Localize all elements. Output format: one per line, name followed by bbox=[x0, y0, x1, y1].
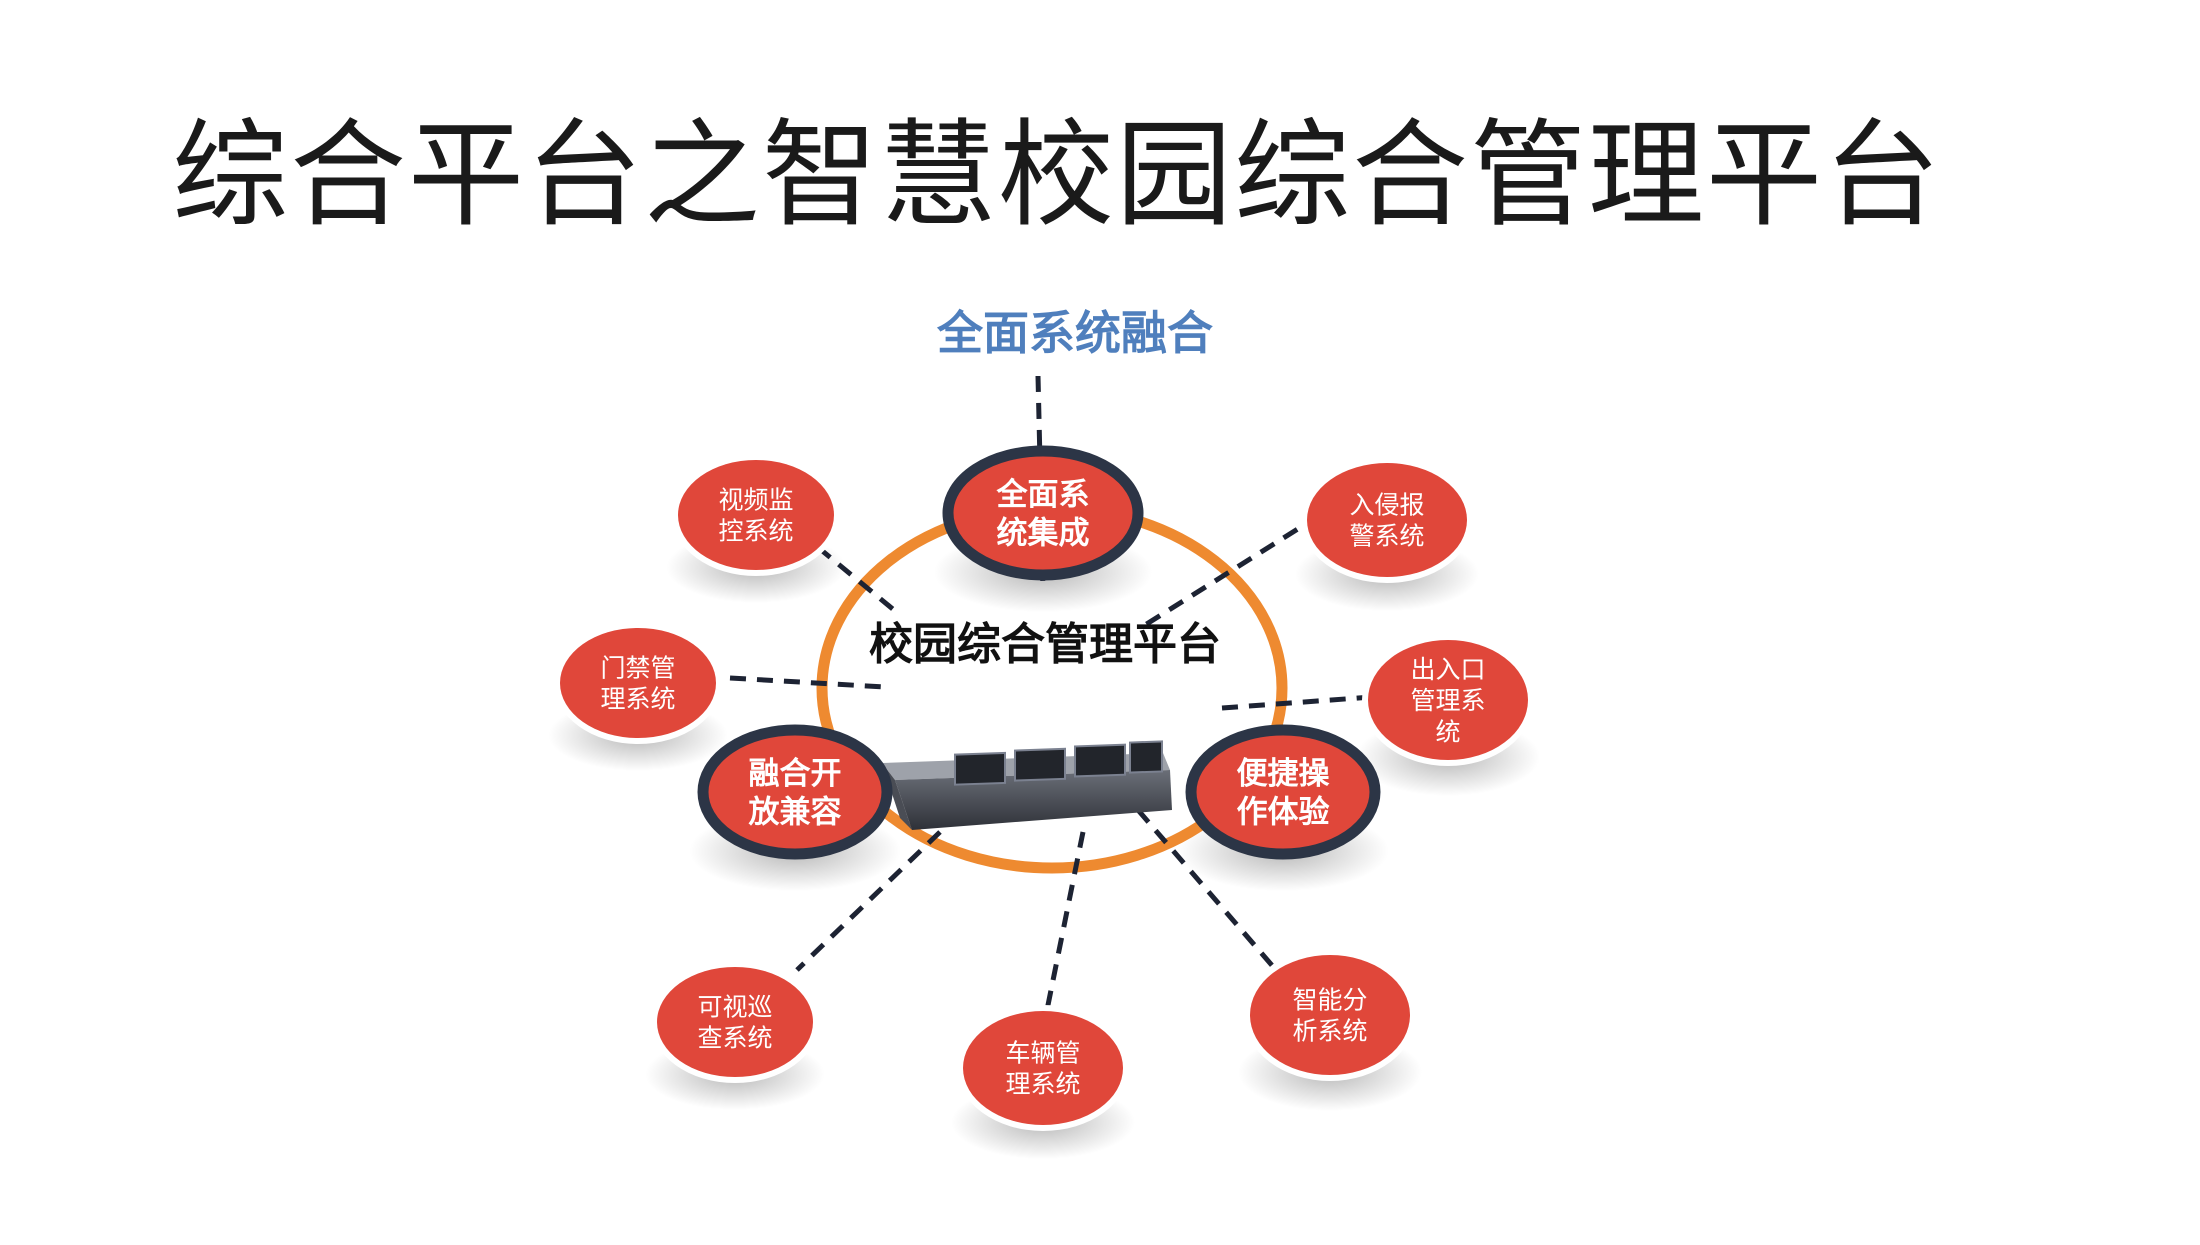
node-label: 便捷操 bbox=[1237, 756, 1330, 792]
connector-line bbox=[1221, 694, 1373, 711]
core-node-circle bbox=[942, 445, 1144, 581]
node-label: 视频监 bbox=[718, 485, 793, 514]
system-node-circle bbox=[1250, 955, 1410, 1075]
system-node-circle bbox=[963, 1011, 1123, 1125]
connector-line bbox=[795, 830, 942, 972]
connector-line bbox=[795, 528, 902, 617]
node-label: 理系统 bbox=[1005, 1070, 1080, 1099]
system-node-circle bbox=[1307, 463, 1467, 577]
connector-line bbox=[729, 675, 886, 690]
node-label: 入侵报 bbox=[1349, 490, 1424, 519]
node-label: 可视巡 bbox=[697, 992, 772, 1021]
node-label: 放兼容 bbox=[748, 795, 842, 831]
connector-line bbox=[1044, 831, 1086, 1011]
node-label: 理系统 bbox=[600, 685, 675, 714]
core-node-circle bbox=[697, 724, 893, 860]
node-label: 融合开 bbox=[749, 756, 842, 792]
node-label: 统集成 bbox=[997, 516, 1090, 552]
connector-lines bbox=[729, 375, 1373, 1011]
connector-line bbox=[1143, 512, 1322, 628]
node-label: 管理系 bbox=[1410, 686, 1485, 715]
core-node-circle bbox=[1185, 724, 1381, 860]
server-icon bbox=[882, 740, 1172, 830]
server-drive-bays bbox=[954, 740, 1163, 786]
system-node-circle bbox=[678, 460, 834, 570]
node-label: 控系统 bbox=[718, 517, 793, 546]
nodes: 视频监控系统入侵报警系统门禁管理系统出入口管理系统可视巡查系统车辆管理系统智能分… bbox=[554, 445, 1534, 1131]
node-label: 门禁管 bbox=[600, 653, 675, 682]
node-label: 统 bbox=[1435, 717, 1460, 746]
node-label: 作体验 bbox=[1237, 795, 1330, 831]
system-node-circle bbox=[560, 628, 716, 738]
center-label: 校园综合管理平台 bbox=[869, 619, 1221, 670]
node-label: 析系统 bbox=[1292, 1017, 1367, 1046]
connector-line bbox=[1035, 375, 1046, 591]
node-label: 智能分 bbox=[1292, 985, 1367, 1014]
system-node-circle bbox=[657, 967, 813, 1077]
node-label: 查系统 bbox=[697, 1024, 772, 1053]
node-label: 车辆管 bbox=[1005, 1038, 1080, 1067]
page-title: 综合平台之智慧校园综合管理平台 bbox=[172, 108, 1942, 243]
node-label: 全面系 bbox=[996, 477, 1090, 513]
system-node-circle bbox=[1368, 640, 1528, 760]
connector-line bbox=[1136, 808, 1284, 979]
node-label: 出入口 bbox=[1410, 655, 1485, 684]
top-label: 全面系统融合 bbox=[936, 306, 1213, 360]
node-label: 警系统 bbox=[1349, 522, 1424, 551]
